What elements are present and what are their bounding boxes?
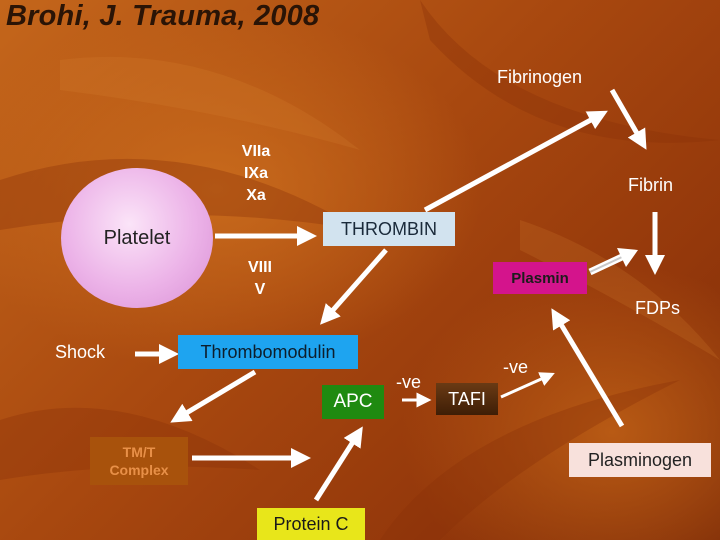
platelet-node: Platelet <box>61 168 213 308</box>
slide-title: Brohi, J. Trauma, 2008 <box>6 0 320 32</box>
arrow-plasminogen-plasmin <box>551 308 625 428</box>
arrow-proteinc-apc <box>313 426 363 502</box>
apc-box: APC <box>322 385 384 419</box>
tmt-label-line1: TM/T <box>122 444 156 460</box>
arrow-thrombin-fibrinogen <box>423 110 608 213</box>
arrow-plasmin-fibrin <box>588 248 638 276</box>
fibrin-label: Fibrin <box>628 175 674 195</box>
tafi-label: TAFI <box>448 388 486 409</box>
fibrinogen-label: Fibrinogen <box>497 67 583 87</box>
arrow-thrombomodulin-tmt <box>170 369 257 423</box>
factors-top: VIIa IXa Xa <box>236 141 276 207</box>
thrombin-label: THROMBIN <box>341 218 437 239</box>
plasmin-label: Plasmin <box>511 269 569 287</box>
factor-v: V <box>254 281 266 298</box>
arrow-tafi-inhibit <box>500 372 555 399</box>
factor-viii: VIII <box>247 259 272 276</box>
tmt-label-line2: Complex <box>109 462 169 478</box>
arrow-fibrinogen-fibrin <box>609 88 647 150</box>
plasminogen-label: Plasminogen <box>587 449 693 470</box>
apc-label: APC <box>333 391 373 412</box>
tafi-box: TAFI <box>436 383 498 415</box>
thrombin-box: THROMBIN <box>323 212 455 246</box>
protein-c-label: Protein C <box>273 513 349 534</box>
factor-ixa: IXa <box>243 165 268 182</box>
thrombomodulin-label: Thrombomodulin <box>200 341 336 362</box>
plasminogen-box: Plasminogen <box>569 443 711 477</box>
platelet-label: Platelet <box>103 226 171 249</box>
factor-viia: VIIa <box>241 143 271 160</box>
neg-label-tafi: -ve <box>503 357 529 377</box>
protein-c-box: Protein C <box>257 508 365 540</box>
shock-label: Shock <box>55 342 106 362</box>
neg-label-apc: -ve <box>396 372 422 392</box>
factors-bottom: VIII V <box>240 257 280 301</box>
plasmin-box: Plasmin <box>493 262 587 294</box>
thrombomodulin-box: Thrombomodulin <box>178 335 358 369</box>
arrow-thrombin-thrombomodulin <box>320 248 388 325</box>
factor-xa: Xa <box>246 187 266 204</box>
fdps-label: FDPs <box>635 298 680 318</box>
tmt-complex-box: TM/T Complex <box>90 437 188 485</box>
